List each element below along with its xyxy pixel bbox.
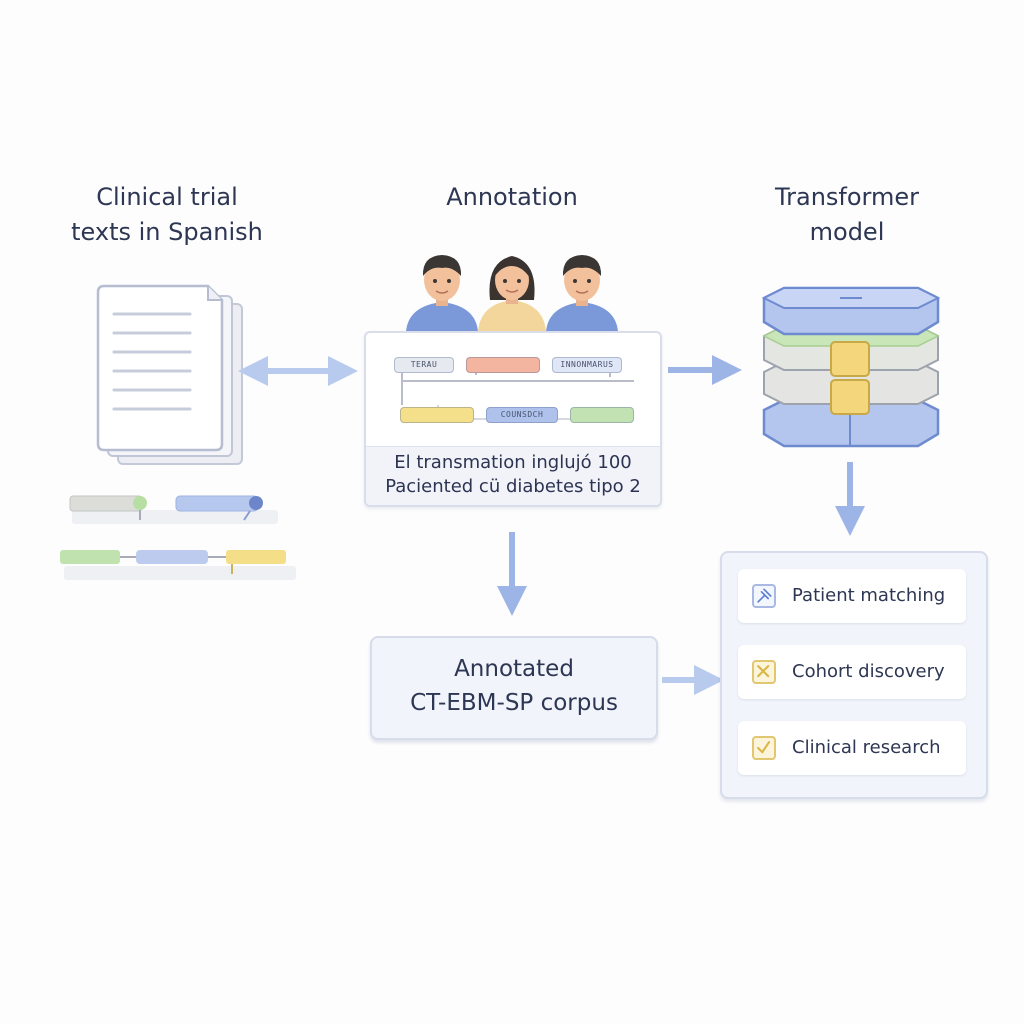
annotation-box: TERAU INNONMARUS COUNSDCH El transmation… (364, 331, 662, 507)
application-card-clinical-research: Clinical research (738, 721, 966, 775)
timeline-bar-1 (69, 495, 278, 524)
annotation-tag-1: TERAU (394, 357, 454, 373)
application-label: Patient matching (792, 585, 946, 606)
check-icon (752, 736, 776, 760)
cross-check-icon (752, 660, 776, 684)
annotation-tag-3: INNONMARUS (552, 357, 622, 373)
application-card-patient-matching: Patient matching (738, 569, 966, 623)
corpus-title-line2: CT-EBM-SP corpus (410, 690, 618, 716)
annotation-sentence-line1: El transmation inglujó 100 (394, 452, 632, 473)
transformer-stack-icon (761, 286, 941, 448)
model-title-line2: model (809, 218, 885, 246)
tag-connectors (401, 365, 634, 420)
annotation-tag-2 (466, 357, 540, 373)
model-title: Transformer model (742, 180, 952, 250)
timeline-bar-2 (60, 550, 296, 580)
source-title-line2: texts in Spanish (71, 218, 263, 246)
source-title-line1: Clinical trial (96, 183, 238, 211)
application-label: Clinical research (792, 737, 941, 758)
corpus-title-line1: Annotated (454, 656, 574, 682)
document-stack-icon (96, 284, 243, 465)
application-card-cohort-discovery: Cohort discovery (738, 645, 966, 699)
annotation-tag-5: COUNSDCH (486, 407, 558, 423)
pin-icon (752, 584, 776, 608)
source-title: Clinical trial texts in Spanish (52, 180, 282, 250)
annotators-icon (406, 255, 618, 332)
annotation-tag-4 (400, 407, 474, 423)
applications-panel: Patient matching Cohort discovery Clinic… (720, 551, 988, 799)
annotation-tag-6 (570, 407, 634, 423)
annotation-title: Annotation (410, 180, 614, 215)
application-label: Cohort discovery (792, 661, 945, 682)
annotation-title-text: Annotation (446, 183, 578, 211)
model-title-line1: Transformer (774, 183, 919, 211)
annotation-sentence-area: El transmation inglujó 100 Paciented cü … (366, 446, 660, 505)
annotation-sentence-line2: Paciented cü diabetes tipo 2 (385, 476, 641, 497)
corpus-box: Annotated CT-EBM-SP corpus (370, 636, 658, 740)
